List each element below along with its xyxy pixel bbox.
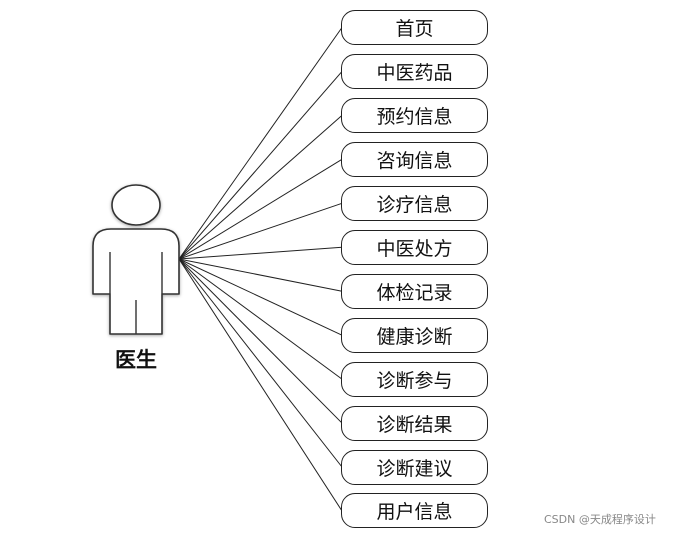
use-case-node: 体检记录 (341, 273, 488, 309)
association-line (178, 115, 343, 260)
association-line (178, 27, 343, 260)
use-case-node: 首页 (341, 10, 488, 45)
use-case-node: 用户信息 (341, 493, 488, 529)
association-lines (178, 27, 343, 512)
use-case-node: 诊断参与 (341, 361, 488, 397)
use-case-node: 诊断结果 (341, 405, 488, 441)
use-case-node: 中医药品 (341, 53, 488, 89)
association-line (178, 202, 343, 260)
association-line (178, 258, 343, 468)
use-case-node: 中医处方 (341, 229, 488, 265)
use-case-node: 咨询信息 (341, 141, 488, 177)
use-case-node: 预约信息 (341, 97, 488, 133)
actor-label: 医生 (115, 347, 157, 372)
association-line (178, 258, 343, 424)
association-line (178, 258, 343, 292)
watermark: CSDN @天成程序设计 (544, 513, 656, 526)
association-line (178, 258, 343, 336)
use-case-node: 诊疗信息 (341, 185, 488, 221)
association-line (178, 258, 343, 512)
person-icon (92, 184, 180, 335)
association-line (178, 246, 343, 260)
association-line (178, 258, 343, 380)
association-line (178, 71, 343, 260)
association-line (178, 158, 343, 260)
use-case-node: 健康诊断 (341, 317, 488, 353)
use-case-node: 诊断建议 (341, 449, 488, 485)
